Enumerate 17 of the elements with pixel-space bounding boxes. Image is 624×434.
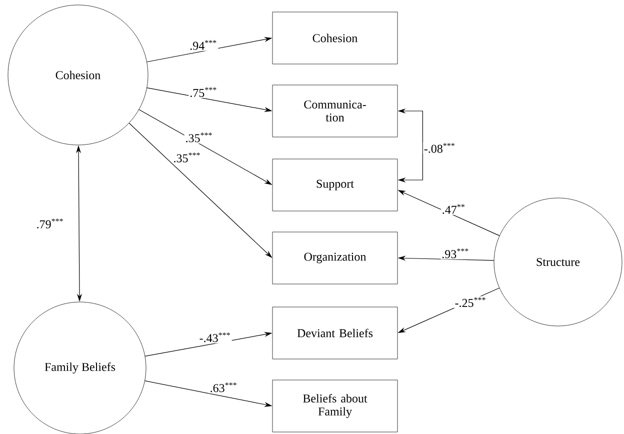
edge-label: .93$^{***}$ — [440, 247, 470, 260]
variable-box: Beliefs about Family — [272, 380, 398, 432]
variable-box: Deviant Beliefs — [272, 306, 398, 360]
edge-label: -.25$^{***}$ — [454, 296, 488, 308]
edge-label: -.43$^{***}$ — [198, 331, 232, 344]
edge-label: .75$^{***}$ — [188, 86, 218, 98]
edge-label: .35$^{***}$ — [184, 132, 214, 144]
edge-label: .63$^{***}$ — [208, 381, 238, 394]
variable-box: Organization — [272, 232, 398, 284]
variable-box: Communica- tion — [272, 84, 398, 138]
edge-label: .79$^{***}$ — [35, 218, 65, 230]
edge-label: .47$^{**}$ — [440, 203, 466, 215]
edge-label: .35$^{***}$ — [172, 152, 202, 164]
variable-box: Support — [272, 158, 398, 212]
variable-box: Cohesion — [272, 12, 398, 64]
edge-label: -.08$^{***}$ — [422, 142, 456, 154]
edge-label: .94$^{***}$ — [188, 39, 218, 51]
